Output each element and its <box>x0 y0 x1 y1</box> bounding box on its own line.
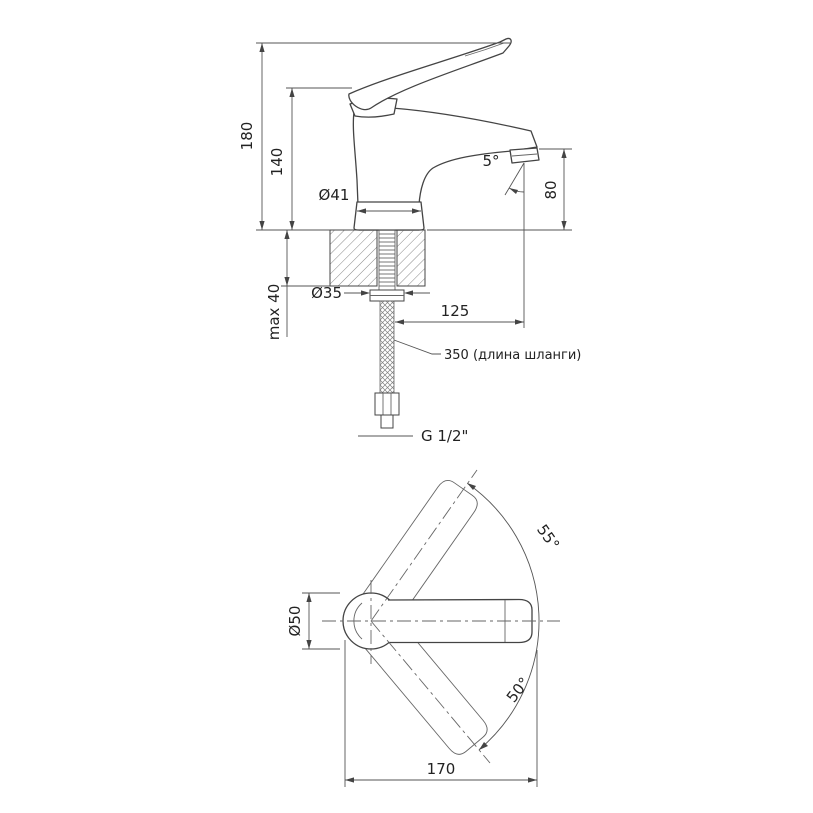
threaded-shank <box>378 229 396 291</box>
side-view-dimension-lines <box>256 42 572 437</box>
lever-edge-detail <box>464 42 505 57</box>
counter-hatch-left <box>329 229 378 287</box>
dim-label-spout-reach: 125 <box>441 302 470 320</box>
dim-label-spout-angle: 5° <box>482 152 499 170</box>
aerator-detail <box>511 153 538 157</box>
top-view-dimension-lines <box>302 592 538 787</box>
faucet-base <box>353 201 425 231</box>
dim-label-swing-up: 55° <box>533 521 563 553</box>
dim-label-spout-height: 80 <box>542 180 560 199</box>
dim-label-body-diameter: Ø50 <box>286 606 304 637</box>
faucet-body-spout <box>352 107 538 231</box>
counter-hatch-right <box>396 229 426 287</box>
dim-label-hose-length: 350 (длина шланги) <box>444 348 581 363</box>
hose-hex-nut <box>374 392 400 416</box>
faucet-top-view: 55° 50° Ø50 170 <box>286 469 563 787</box>
side-view-arrowheads <box>259 43 567 325</box>
aerator <box>509 147 540 164</box>
top-view-arrowheads <box>306 483 537 783</box>
handle-swing-arc <box>467 483 540 751</box>
dim-label-total-length: 170 <box>427 760 456 778</box>
dim-label-thread: G 1/2" <box>421 427 468 445</box>
dim-label-total-height: 180 <box>238 122 256 151</box>
hose-leader-line <box>393 339 441 355</box>
dim-label-base-diameter: Ø41 <box>319 186 350 204</box>
dim-label-body-height: 140 <box>268 148 286 177</box>
faucet-side-view: 180 140 max 40 Ø41 Ø35 80 5° 125 350 (дл… <box>238 37 581 445</box>
top-view-centerlines <box>322 469 560 764</box>
dim-label-shank-diameter: Ø35 <box>311 284 342 302</box>
flexible-hose <box>379 300 395 394</box>
hose-tail <box>380 414 394 429</box>
dim-label-max-deck-thickness: max 40 <box>265 284 283 341</box>
lever-handle <box>348 37 512 111</box>
